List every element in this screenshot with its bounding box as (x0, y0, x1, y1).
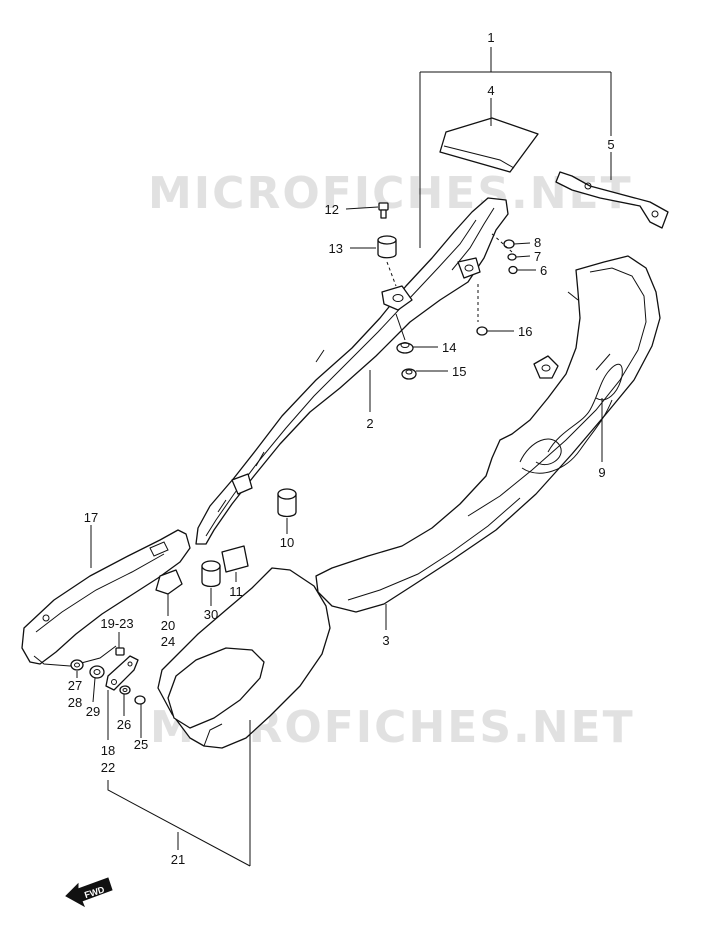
callout-21: 21 (171, 852, 185, 867)
callout-11: 11 (229, 584, 243, 599)
part-27-bolt (70, 659, 84, 671)
callout-12: 12 (325, 202, 339, 217)
callout-19-23: 19-23 (100, 616, 133, 631)
watermark-top: MICROFICHES.NET (148, 168, 633, 219)
part-5-bracket (555, 171, 669, 229)
callout-2: 2 (366, 416, 373, 431)
part-25-screw (134, 695, 146, 705)
callout-7: 7 (534, 249, 541, 264)
part-6-bolt (508, 265, 518, 275)
callout-15: 15 (452, 364, 466, 379)
callout-5: 5 (607, 137, 614, 152)
part-29-grommet (89, 665, 105, 679)
part-7-washer (507, 253, 517, 261)
callout-3: 3 (382, 633, 389, 648)
callout-labels: 1 2 3 4 5 6 7 8 9 10 11 12 13 14 15 16 1… (68, 30, 615, 867)
part-4-pad (439, 117, 539, 173)
fwd-arrow-icon: FWD (65, 877, 113, 908)
part-10-grommet (277, 488, 297, 518)
leader-lines (76, 47, 612, 867)
part-12-screw (378, 202, 389, 219)
part-30-grommet (201, 560, 221, 588)
callout-29: 29 (86, 704, 100, 719)
callout-13: 13 (329, 241, 343, 256)
callout-8: 8 (534, 235, 541, 250)
part-2-frame-rail (195, 197, 509, 545)
callout-26: 26 (117, 717, 131, 732)
part-17-inner-panel (21, 529, 191, 667)
callout-9: 9 (598, 465, 605, 480)
callout-22: 22 (101, 760, 115, 775)
callout-17: 17 (84, 510, 98, 525)
part-16-screw (476, 326, 488, 336)
callout-4: 4 (487, 83, 494, 98)
callout-16: 16 (518, 324, 532, 339)
callout-25: 25 (134, 737, 148, 752)
part-15-nut (401, 368, 417, 380)
part-14-grommet (396, 342, 414, 354)
callout-27: 27 (68, 678, 82, 693)
part-3-tail-cover (315, 255, 661, 613)
callout-30: 30 (204, 607, 218, 622)
callout-6: 6 (540, 263, 547, 278)
callout-1: 1 (487, 30, 494, 45)
callout-28: 28 (68, 695, 82, 710)
part-13-cushion (377, 235, 397, 259)
part-11-label (221, 545, 249, 573)
part-8-nut (503, 239, 515, 249)
part-21-side-cover (157, 567, 331, 749)
callout-20: 20 (161, 618, 175, 633)
callout-10: 10 (280, 535, 294, 550)
part-26-washer (119, 685, 131, 695)
callout-18: 18 (101, 743, 115, 758)
part-18-bracket-plate (105, 655, 139, 691)
part-19-23-screw (115, 647, 125, 656)
callout-14: 14 (442, 340, 456, 355)
callout-24: 24 (161, 634, 175, 649)
